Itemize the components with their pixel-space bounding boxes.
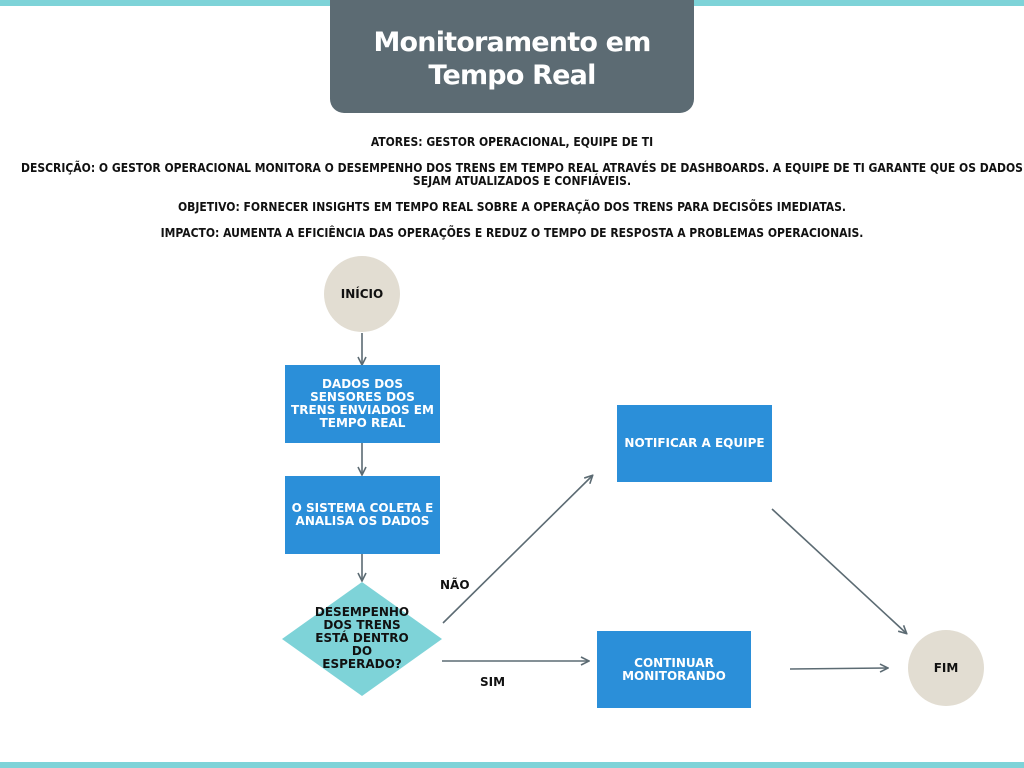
arrow-notify-to-end [771,508,906,633]
end-label: FIM [933,661,959,675]
start-label: INÍCIO [340,287,384,301]
step-notify-team-label: NOTIFICAR A EQUIPE [624,436,765,450]
info-atores: ATORES: GESTOR OPERACIONAL, EQUIPE DE TI [370,135,654,149]
arrow-decision-to-notify [442,476,592,624]
step-sensor-data: DADOS DOS SENSORES DOS TRENS ENVIADOS EM… [285,365,440,443]
edge-label-no: NÃO [440,578,470,592]
info-descricao: DESCRIÇÃO: O GESTOR OPERACIONAL MONITORA… [21,161,1023,188]
start-node: INÍCIO [324,256,400,332]
info-impacto: IMPACTO: AUMENTA A EFICIÊNCIA DAS OPERAÇ… [160,226,864,240]
decision-diamond [282,582,442,696]
step-collect-analyze: O SISTEMA COLETA E ANALISA OS DADOS [285,476,440,554]
arrow-continue-to-end [789,668,887,669]
step-collect-analyze-label: O SISTEMA COLETA E ANALISA OS DADOS [291,501,434,528]
edge-label-yes: SIM [480,675,506,689]
step-continue-monitoring-label: CONTINUAR MONITORANDO [622,655,726,683]
step-sensor-data-label: DADOS DOS SENSORES DOS TRENS ENVIADOS EM… [291,377,434,430]
step-continue-monitoring: CONTINUAR MONITORANDO [597,631,751,708]
info-objetivo: OBJETIVO: FORNECER INSIGHTS EM TEMPO REA… [177,200,847,214]
end-node: FIM [908,630,984,706]
bottom-accent-band [0,762,1024,768]
decision-label: DESEMPENHO DOS TRENS ESTÁ DENTRO DO ESPE… [314,605,410,671]
step-notify-team: NOTIFICAR A EQUIPE [617,405,772,482]
page-title: Monitoramento em Tempo Real [373,26,651,91]
title-banner: Monitoramento em Tempo Real [330,0,694,113]
